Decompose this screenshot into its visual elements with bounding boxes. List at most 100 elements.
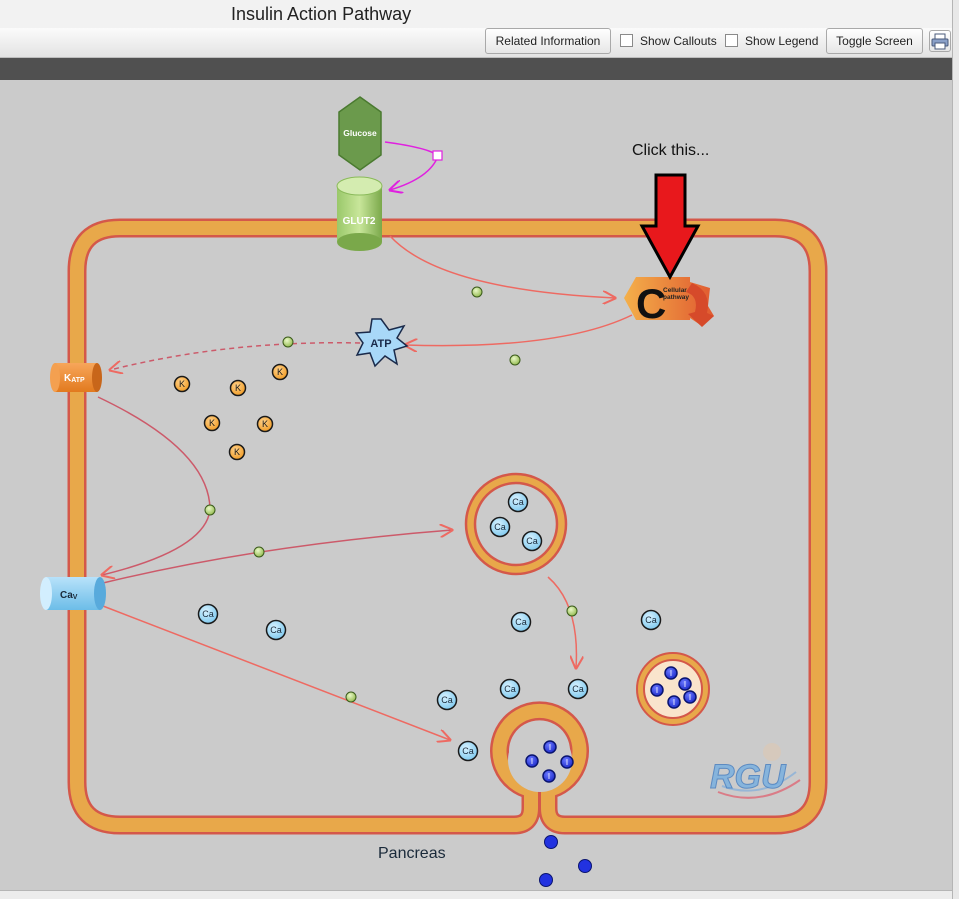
insulin-molecule [650,683,664,697]
cav-label: CaV [60,590,78,601]
logo-text: RGU [710,758,787,796]
calcium-ion [640,609,662,631]
insulin-molecule [667,695,681,709]
potassium-ion-label: K [209,418,215,428]
glucose-molecule[interactable]: Glucose [338,96,382,171]
potassium-ion-label: K [234,447,240,457]
pathway-to-atp-arrow [405,314,633,346]
potassium-ion-label: K [262,419,268,429]
insulin-granule[interactable] [636,652,710,726]
pancreas-label: Pancreas [378,845,446,862]
insulin-molecule [664,666,678,680]
potassium-ions: K K K K K K [173,363,289,461]
calcium-ion [457,740,479,762]
katp-channel[interactable]: KATP [50,363,102,392]
released-insulin [544,835,558,849]
calcium-ion [197,603,219,625]
down-arrow-icon [639,173,701,281]
atp-molecule[interactable]: ATP [354,318,409,368]
katp-label: KATP [64,373,85,384]
window-right-edge [952,0,959,899]
insulin-molecule [683,690,697,704]
insulin-molecule-label: I [689,693,691,702]
calcium-ion [436,689,458,711]
calcium-ion-label: Ca [572,684,584,694]
calcium-ion-label: Ca [504,684,516,694]
calcium-vesicle[interactable] [464,472,568,576]
atp-to-katp-arrow [110,342,361,370]
glut2-transporter[interactable]: GLUT2 [336,176,383,251]
calcium-ion [489,516,511,538]
printer-icon [931,33,949,50]
calcium-ion-label: Ca [494,522,506,532]
status-bar [0,890,952,899]
potassium-ion [173,375,191,393]
vesicle-to-release-arrow [547,576,576,668]
insulin-molecule [525,754,539,768]
insulin-molecule-label: I [656,686,658,695]
pathway-node [471,286,483,298]
potassium-ion [271,363,289,381]
released-insulin [578,859,592,873]
print-button[interactable] [929,30,951,52]
calcium-ion [510,611,532,633]
insulin-molecule-label: I [670,669,672,678]
pathway-label-line1: Cellular [663,287,687,294]
click-this-callout: Click this... [632,142,709,159]
cav-to-vesicle-arrow [102,530,452,584]
pathway-letter-icon: C [636,280,666,327]
calcium-ion-label: Ca [270,625,282,635]
potassium-ion-label: K [179,379,185,389]
show-legend-checkbox[interactable] [725,34,738,47]
potassium-ion-label: K [235,383,241,393]
title-bar: Insulin Action Pathway [0,0,952,29]
calcium-ion-label: Ca [645,615,657,625]
insulin-molecule-label: I [684,680,686,689]
toolbar: Related Information Show Callouts Show L… [0,28,952,58]
pathway-node [566,605,578,617]
insulin-molecule [542,769,556,783]
glucose-label: Glucose [343,128,377,138]
insulin-molecule-label: I [673,698,675,707]
insulin-molecule-label: I [566,758,568,767]
header-strip [0,58,952,80]
pathway-node [282,336,294,348]
cellular-pathway-button[interactable]: C Cellular pathway [624,277,714,327]
calcium-ion [521,530,543,552]
insulin-molecule-label: I [548,772,550,781]
insulin-molecule-label: I [531,757,533,766]
rgu-logo: RGU [710,743,801,799]
calcium-ion-label: Ca [512,497,524,507]
insulin-molecule [560,755,574,769]
show-legend-label[interactable]: Show Legend [745,34,819,48]
calcium-ion [507,491,529,513]
cav-to-calcium-arrow [102,605,450,740]
released-insulin [539,873,553,887]
related-information-button[interactable]: Related Information [485,28,611,54]
katp-to-cav-arrow [97,396,211,575]
page-title: Insulin Action Pathway [231,4,412,24]
cav-channel[interactable]: CaV [40,577,106,610]
calcium-ion-label: Ca [202,609,214,619]
calcium-ion-label: Ca [515,617,527,627]
potassium-ion [256,415,274,433]
insulin-molecule-label: I [549,743,551,752]
calcium-ion [499,678,521,700]
calcium-ion [265,619,287,641]
calcium-ion-label: Ca [526,536,538,546]
toggle-screen-button[interactable]: Toggle Screen [826,28,923,54]
potassium-ion [203,414,221,432]
pathway-node [204,504,216,516]
pocket-insulin: I I I I [525,740,574,783]
calcium-ion [567,678,589,700]
show-callouts-label[interactable]: Show Callouts [640,34,717,48]
potassium-ion-label: K [277,367,283,377]
show-callouts-checkbox[interactable] [620,34,633,47]
glut2-to-pathway-arrow [389,235,615,298]
glucose-junction-node [432,150,443,161]
insulin-molecule [543,740,557,754]
pathway-diagram: Glucose GLUT2 ATP KATP CaV C Cellular pa… [40,96,828,887]
